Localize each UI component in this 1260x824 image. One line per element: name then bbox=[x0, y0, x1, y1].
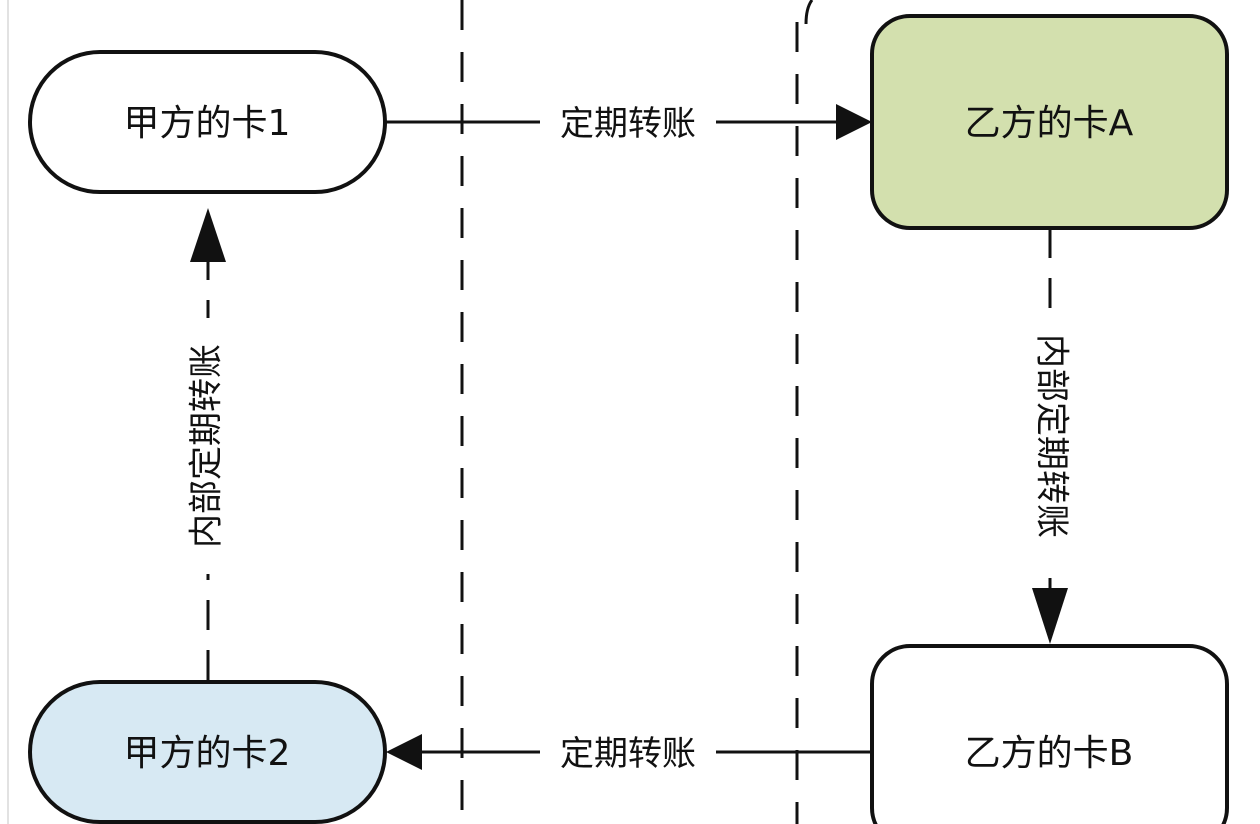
edge-bottom-transfer-arrowhead bbox=[386, 734, 422, 770]
node-card-jia-1-shape bbox=[28, 50, 387, 194]
edge-top-transfer: 定期转账 bbox=[385, 100, 872, 146]
edge-left-internal: 内部定期转账 bbox=[187, 208, 230, 680]
node-card-yi-b: 乙方的卡B bbox=[870, 644, 1229, 824]
edge-top-transfer-arrowhead bbox=[836, 104, 872, 140]
edge-right-internal: 内部定期转账 bbox=[1030, 228, 1072, 644]
node-card-yi-a-label: 乙方的卡A bbox=[965, 103, 1134, 144]
frame-arc-right bbox=[804, 0, 814, 25]
node-card-jia-2-shape bbox=[28, 680, 387, 824]
node-card-jia-1-label: 甲方的卡1 bbox=[124, 103, 291, 144]
edge-bottom-transfer-label-bg bbox=[540, 730, 716, 776]
node-card-yi-a: 乙方的卡A bbox=[870, 14, 1229, 230]
edge-left-internal-arrowhead bbox=[190, 208, 226, 262]
node-card-jia-2: 甲方的卡2 bbox=[28, 680, 387, 824]
edge-top-transfer-label: 定期转账 bbox=[560, 104, 696, 144]
node-card-jia-2-label: 甲方的卡2 bbox=[124, 733, 291, 774]
node-card-yi-b-label: 乙方的卡B bbox=[965, 733, 1134, 774]
edge-bottom-transfer: 定期转账 bbox=[386, 730, 872, 776]
edge-right-internal-label: 内部定期转账 bbox=[1032, 334, 1072, 538]
node-card-yi-b-shape bbox=[870, 644, 1229, 824]
node-card-yi-a-shape bbox=[870, 14, 1229, 230]
edge-right-internal-arrowhead bbox=[1032, 588, 1068, 644]
edge-left-internal-label-bg bbox=[188, 318, 230, 574]
node-card-jia-1: 甲方的卡1 bbox=[28, 50, 387, 194]
edge-right-internal-label-bg bbox=[1030, 308, 1072, 564]
edge-left-internal-label: 内部定期转账 bbox=[187, 344, 227, 548]
edge-bottom-transfer-label: 定期转账 bbox=[560, 734, 696, 774]
edge-top-transfer-label-bg bbox=[540, 100, 716, 146]
